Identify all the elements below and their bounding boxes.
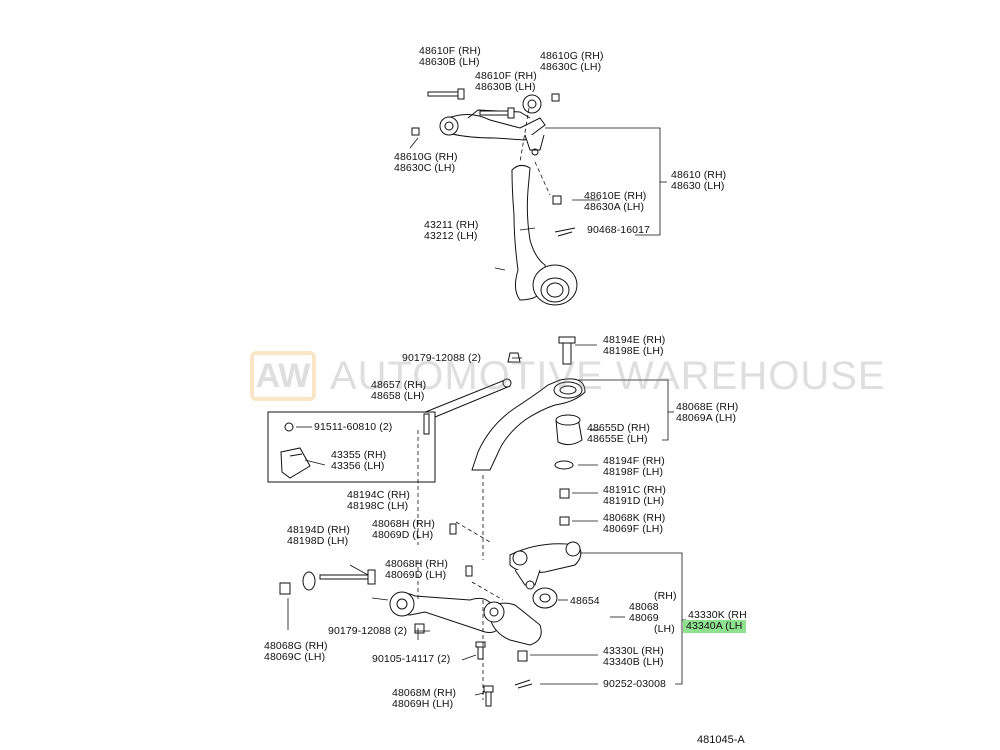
label-43330l-43340b[interactable]: 43330L (RH)43340B (LH) [603, 645, 664, 668]
bolt-48068h [449, 523, 457, 535]
nut-48191c [559, 488, 570, 499]
label-90252-03008[interactable]: 90252-03008 [603, 678, 666, 690]
bushing-48655 [555, 414, 583, 446]
lower-arm-rear [483, 601, 542, 646]
label-90105-14117[interactable]: 90105-14117 (2) [372, 653, 451, 665]
nut-90179-bottom [414, 623, 425, 634]
label-48068h-48069d-b[interactable]: 48068H (RH)48069D (LH) [385, 558, 448, 581]
label-48194e-48198e[interactable]: 48194E (RH)48198E (LH) [603, 334, 666, 357]
washer-48194f [554, 460, 574, 470]
label-48610g-48630c-top[interactable]: 48610G (RH)48630C (LH) [540, 50, 604, 73]
label-91511-60810[interactable]: 91511-60810 (2) [314, 421, 393, 433]
label-48610g-48630c-left[interactable]: 48610G (RH)48630C (LH) [394, 151, 458, 174]
ball-joint-43330 [509, 541, 582, 590]
label-48068g-48069c[interactable]: 48068G (RH)48069C (LH) [264, 640, 328, 663]
label-48610f-48630b-top[interactable]: 48610F (RH)48630B (LH) [419, 45, 481, 68]
label-48657-48658[interactable]: 48657 (RH)48658 (LH) [371, 379, 427, 402]
washer-48068g [302, 571, 316, 591]
leader-lines [287, 107, 686, 700]
label-43355-43356[interactable]: 43355 (RH)43356 (LH) [331, 449, 387, 472]
nut-48610e [552, 195, 562, 205]
label-43330k[interactable]: 43330K (RH [688, 609, 747, 621]
nut-90179-top [507, 352, 521, 363]
label-48068h-48069d-a[interactable]: 48068H (RH)48069D (LH) [372, 518, 435, 541]
bracket-inset-box [267, 411, 436, 483]
cotter-pin-upper [554, 227, 576, 237]
label-48194f-48198f[interactable]: 48194F (RH)48198F (LH) [603, 455, 665, 478]
label-48194d-48198d[interactable]: 48194D (RH)48198D (LH) [287, 524, 350, 547]
label-48610-48630[interactable]: 48610 (RH)48630 (LH) [671, 169, 727, 192]
label-90179-12088-bottom[interactable]: 90179-12088 (2) [328, 625, 408, 637]
label-43340a-highlighted[interactable]: 43340A (LH [683, 620, 747, 633]
upper-nut-left [411, 127, 420, 136]
label-90179-12088-top[interactable]: 90179-12088 (2) [402, 352, 482, 364]
bolt-90105 [475, 641, 486, 660]
upper-bolt-left [427, 88, 465, 100]
bolt-48194c [423, 413, 430, 435]
nut-43330l [517, 650, 528, 662]
label-48654[interactable]: 48654 [570, 595, 600, 607]
label-48068e-48069a[interactable]: 48068E (RH)48069A (LH) [676, 401, 739, 424]
label-43211-43212[interactable]: 43211 (RH)43212 (LH) [424, 219, 479, 242]
label-48068k-48069f[interactable]: 48068K (RH)48069F (LH) [603, 512, 666, 535]
label-48610e-48630a[interactable]: 48610E (RH)48630A (LH) [584, 190, 647, 213]
lower-arm [389, 591, 501, 633]
strut-rod [471, 378, 586, 471]
long-bolt-48194d [319, 569, 376, 585]
label-48068m-48069h[interactable]: 48068M (RH)48069H (LH) [392, 687, 457, 710]
bolt-48068m [483, 685, 494, 707]
label-48610f-48630b-mid[interactable]: 48610F (RH)48630B (LH) [475, 70, 537, 93]
nut-48068g [279, 582, 291, 595]
steering-knuckle [511, 164, 578, 306]
label-48191c-48191d[interactable]: 48191C (RH)48191D (LH) [603, 484, 666, 507]
label-90468-16017[interactable]: 90468-16017 [587, 224, 650, 236]
label-48655d-48655e[interactable]: 48655D (RH)48655E (LH) [587, 422, 650, 445]
nut-48068k [559, 516, 570, 526]
upper-nut-right [551, 93, 560, 102]
bushing-48654 [532, 587, 558, 609]
bolt-48068h-b [465, 565, 473, 577]
cotter-pin-lower [514, 679, 533, 689]
upper-arm [439, 94, 546, 156]
upper-bolt-mid [479, 107, 515, 119]
catalog-number: 481045-A [697, 734, 745, 746]
label-48194c-48198c[interactable]: 48194C (RH)48198C (LH) [347, 489, 410, 512]
strut-bolt-top [558, 336, 576, 365]
